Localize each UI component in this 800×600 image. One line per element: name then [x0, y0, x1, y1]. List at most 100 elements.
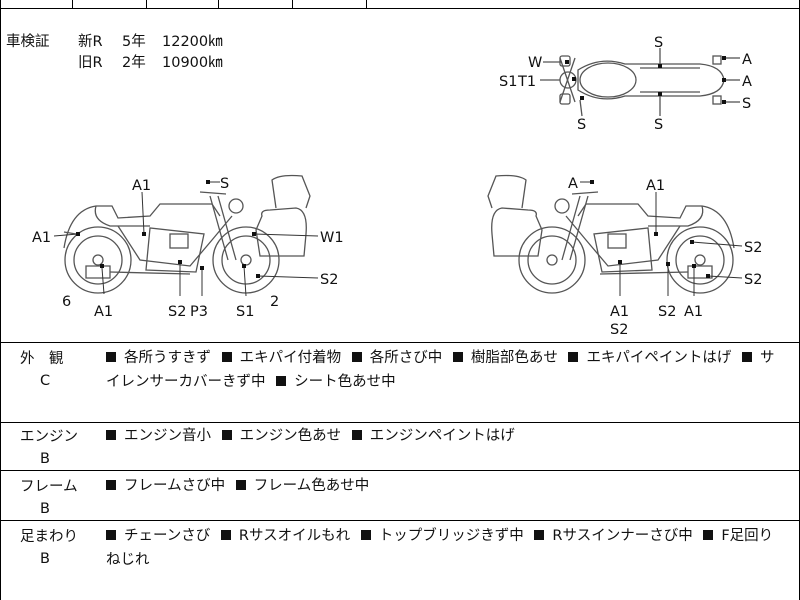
damage-label: S2	[744, 272, 762, 288]
condition-items: フレームさび中 フレーム色あせ中	[106, 474, 776, 498]
damage-label: S	[220, 176, 229, 192]
section-divider	[0, 470, 800, 471]
condition-item: エキパイペイントはげ	[568, 350, 737, 366]
condition-item: シート色あせ中	[276, 374, 402, 390]
category-name: フレーム	[20, 479, 78, 495]
condition-item: 各所うすきず	[106, 350, 217, 366]
condition-item: Rサスオイルもれ	[220, 528, 356, 544]
bullet-icon	[568, 352, 579, 362]
left-side-markers	[76, 180, 260, 278]
damage-label: S2	[320, 272, 338, 288]
category-name: エンジン	[20, 429, 78, 445]
bullet-icon	[106, 430, 116, 440]
inspection-label: 車検証	[6, 34, 50, 50]
header-cell-line	[366, 0, 367, 8]
condition-items: エンジン音小 エンジン色あせ エンジンペイントはげ	[106, 424, 776, 448]
damage-label: S2	[744, 240, 762, 256]
section-divider	[0, 342, 800, 343]
bullet-icon	[220, 530, 231, 540]
left-side-leaders	[53, 181, 319, 297]
bullet-icon	[276, 376, 287, 386]
damage-label: S	[654, 35, 663, 51]
condition-items: チェーンさび Rサスオイルもれ トップブリッジきず中 Rサスインナーさび中 F足…	[106, 524, 776, 572]
bullet-icon	[106, 530, 116, 540]
inspection-type: 旧R	[78, 55, 103, 71]
condition-category: エンジン B	[6, 426, 86, 470]
damage-label: S	[742, 96, 751, 112]
header-divider	[0, 8, 800, 9]
damage-label: S	[577, 117, 586, 133]
damage-label: S1	[236, 304, 254, 320]
category-name: 外 観	[20, 351, 64, 367]
bullet-icon	[235, 480, 246, 490]
inspection-km: 12200㎞	[162, 34, 223, 50]
damage-label: A	[742, 52, 752, 68]
damage-label: A1	[94, 304, 113, 320]
damage-label: P3	[190, 304, 208, 320]
condition-item: 樹脂部色あせ	[452, 350, 564, 366]
inspection-years: 2年	[122, 55, 146, 71]
right-side-markers	[590, 180, 710, 278]
condition-item: エンジン色あせ	[221, 428, 348, 444]
top-view-motorcycle	[540, 48, 740, 117]
inspection-row: 車検証 新R 5年 12200㎞	[6, 32, 223, 53]
top-view-markers	[565, 56, 726, 104]
condition-item: エンジン音小	[106, 428, 217, 444]
condition-category: 外 観 C	[6, 348, 86, 392]
section-divider	[0, 422, 800, 423]
bullet-icon	[351, 430, 362, 440]
damage-label: T1	[517, 74, 536, 90]
top-view-labels: W S1 T1 S S S A A S	[499, 35, 752, 133]
bullet-icon	[106, 352, 116, 362]
condition-item: F足回りねじれ	[106, 528, 774, 568]
bullet-icon	[703, 530, 714, 540]
inspection-years: 5年	[122, 34, 146, 50]
bullet-icon	[221, 352, 232, 362]
category-name: 足まわり	[20, 529, 78, 545]
section-divider	[0, 520, 800, 521]
damage-label: S2	[168, 304, 186, 320]
condition-item: トップブリッジきず中	[360, 528, 530, 544]
condition-category: 足まわり B	[6, 526, 86, 570]
header-cell-line	[72, 0, 73, 8]
condition-item: エンジンペイントはげ	[351, 428, 521, 444]
damage-label: S	[654, 117, 663, 133]
condition-items: 各所うすきず エキパイ付着物 各所さび中 樹脂部色あせ エキパイペイントはげ サ…	[106, 346, 776, 394]
inspection-row: 旧R 2年 10900㎞	[6, 53, 223, 74]
bullet-icon	[360, 530, 371, 540]
condition-item: サイレンサーカバーきず中	[106, 350, 775, 390]
bullet-icon	[452, 352, 463, 362]
condition-item: エキパイ付着物	[221, 350, 348, 366]
damage-label: S1	[499, 74, 517, 90]
category-grade: B	[40, 551, 50, 567]
condition-item: Rサスインナーさび中	[534, 528, 698, 544]
damage-diagram: W S1 T1 S S S A A S	[32, 35, 762, 338]
left-side-labels: A1 S A1 W1 S2 6 A1 S2 P3 S1 2	[32, 176, 344, 320]
condition-item: 各所さび中	[351, 350, 449, 366]
condition-item: フレームさび中	[106, 478, 231, 494]
inspection-type: 新R	[78, 34, 103, 50]
damage-label: A	[742, 74, 752, 90]
bullet-icon	[742, 352, 753, 362]
header-cell-line	[218, 0, 219, 8]
condition-item: フレーム色あせ中	[235, 478, 376, 494]
bullet-icon	[106, 480, 116, 490]
damage-label: S2	[610, 322, 628, 338]
category-grade: B	[40, 451, 50, 467]
damage-label: W	[528, 55, 542, 71]
header-cell-line	[292, 0, 293, 8]
right-side-leaders	[580, 181, 743, 296]
damage-label: S2	[658, 304, 676, 320]
category-grade: B	[40, 501, 50, 517]
condition-item: チェーンさび	[106, 528, 216, 544]
left-border	[0, 0, 1, 600]
bullet-icon	[351, 352, 362, 362]
damage-label: A1	[646, 178, 665, 194]
right-side-motorcycle	[487, 174, 735, 294]
right-side-labels: A A1 S2 S2 A1 S2 S2 A1	[568, 176, 762, 338]
damage-label: A1	[32, 230, 51, 246]
condition-category: フレーム B	[6, 476, 86, 520]
damage-label: A1	[684, 304, 703, 320]
bullet-icon	[221, 430, 232, 440]
